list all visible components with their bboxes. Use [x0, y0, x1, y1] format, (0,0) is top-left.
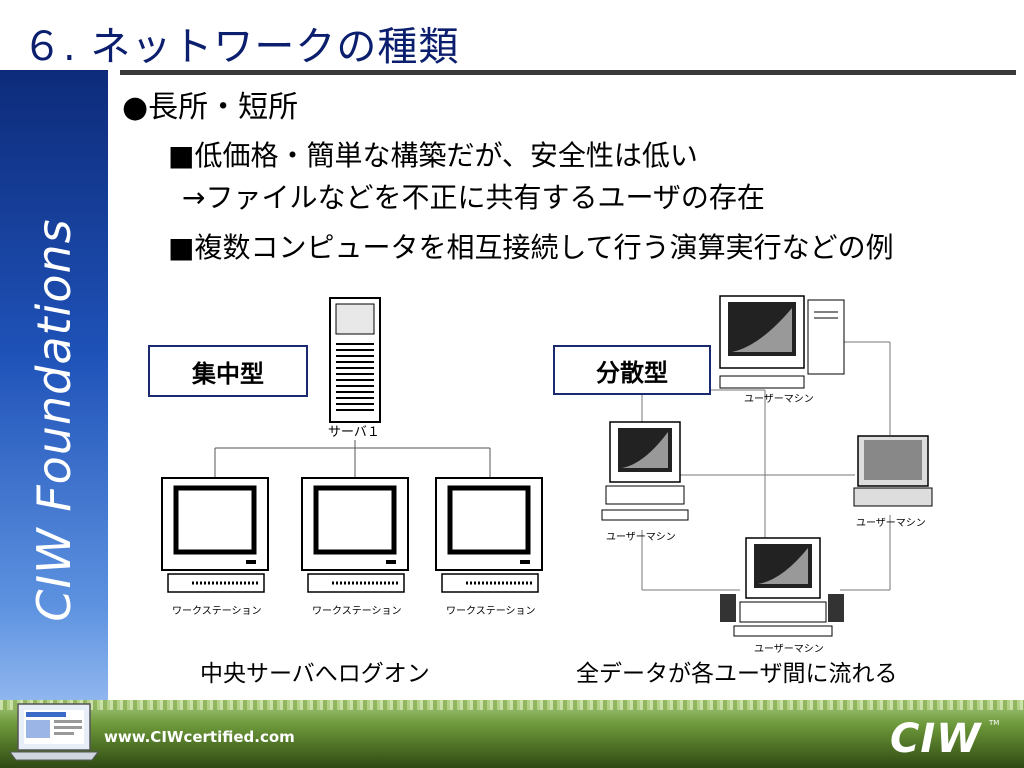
workstation-icon	[301, 477, 409, 593]
speaker-icon	[720, 594, 844, 622]
computer-icon	[601, 421, 689, 521]
laptop-icon	[9, 703, 99, 761]
distributed-label: 分散型	[553, 345, 711, 395]
machine-label: ユーザーマシン	[856, 517, 926, 529]
footer-grass	[0, 700, 1024, 710]
sidebar-banner: CIW Foundations	[0, 70, 108, 700]
workstation-label: ワークステーション	[446, 605, 536, 617]
server-label: サーバ１	[328, 425, 380, 440]
computer-icon	[719, 295, 845, 389]
title-divider	[120, 70, 1016, 75]
laptop-icon	[853, 435, 933, 507]
slide-title: ６. ネットワークの種類	[22, 24, 460, 70]
workstation-label: ワークステーション	[312, 605, 402, 617]
ciw-logo: CIW	[890, 716, 982, 762]
bullet-item-1-sub: →ファイルなどを不正に共有するユーザの存在	[182, 181, 765, 214]
bullet-item-1: ■低価格・簡単な構築だが、安全性は低い	[168, 139, 698, 172]
machine-label: ユーザーマシン	[754, 643, 824, 655]
workstation-label: ワークステーション	[172, 605, 262, 617]
centralized-network-diagram: サーバ１ ワークステーション ワークステーション ワークステーション	[161, 297, 543, 617]
distributed-caption: 全データが各ユーザ間に流れる	[576, 661, 898, 687]
bullet-item-2: ■複数コンピュータを相互接続して行う演算実行などの例	[168, 231, 894, 264]
workstation-icon	[435, 477, 543, 593]
footer-url: www.CIWcertified.com	[104, 728, 295, 746]
footer-banner	[0, 700, 1024, 768]
server-icon	[329, 297, 381, 423]
centralized-caption: 中央サーバへログオン	[200, 661, 430, 687]
machine-label: ユーザーマシン	[606, 531, 676, 543]
centralized-label: 集中型	[148, 345, 308, 397]
ciw-logo-trademark: TM	[989, 719, 1000, 727]
bullet-main: ●長所・短所	[122, 90, 299, 125]
sidebar-brand-text: CIW Foundations	[27, 218, 81, 622]
computer-icon	[733, 537, 833, 637]
distributed-network-diagram: ユーザーマシン ユーザーマシン ユーザーマシン ユーザーマシン	[601, 295, 933, 655]
machine-label: ユーザーマシン	[744, 393, 814, 405]
workstation-icon	[161, 477, 269, 593]
